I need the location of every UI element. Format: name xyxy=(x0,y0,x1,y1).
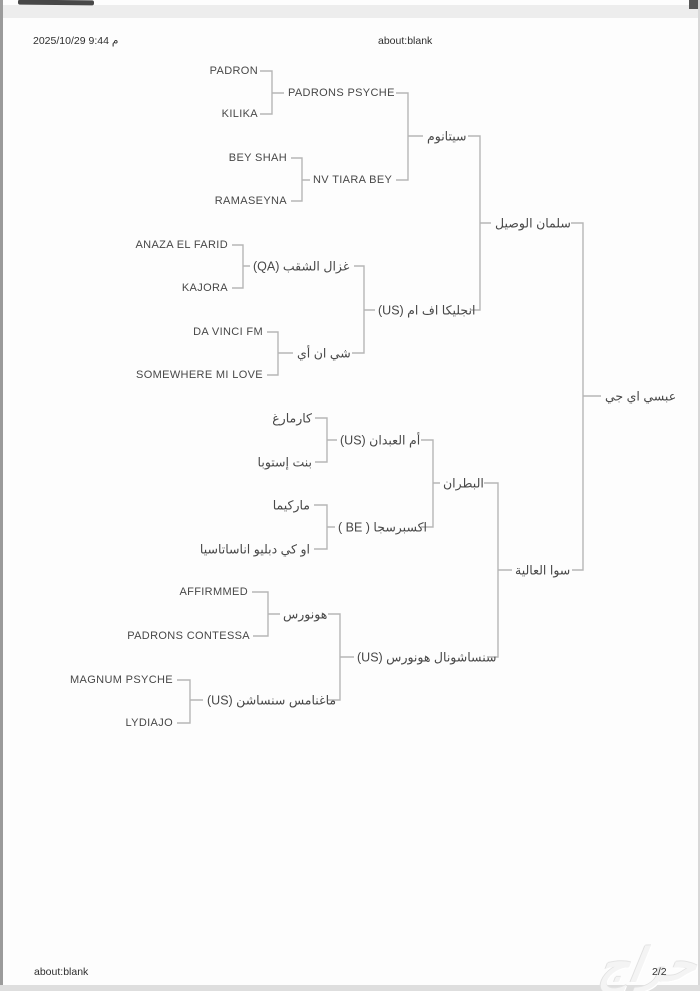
node-ok-w-anastasia: او كي دبليو اناساتاسيا xyxy=(199,542,310,557)
print-header-datetime: م 9:44 2025/10/29 xyxy=(33,35,119,47)
node-bint-istoba: بنت إستوبا xyxy=(257,455,312,470)
node-ghazal-alshaqab: غزال الشقب (QA) xyxy=(253,259,350,274)
node-kajora: KAJORA xyxy=(181,282,228,294)
node-absi-aj: عبسي اي جي xyxy=(605,389,677,404)
node-honors: هونورس xyxy=(283,607,328,622)
node-nv-tiara-bey: NV TIARA BEY xyxy=(313,174,393,186)
node-padron: PADRON xyxy=(209,65,258,77)
node-karmargh: كارمارغ xyxy=(272,411,312,426)
print-footer-page-number: 2/2 xyxy=(652,966,667,978)
node-lydiajo: LYDIAJO xyxy=(125,717,173,729)
node-kilika: KILIKA xyxy=(221,108,258,120)
node-albatran: البطران xyxy=(443,476,484,491)
print-footer-url: about:blank xyxy=(34,966,89,978)
node-sitanom: سيتانوم xyxy=(427,129,467,144)
node-da-vinci-fm: DA VINCI FM xyxy=(193,326,263,338)
page-right-edge xyxy=(698,0,700,991)
node-affirmmed: AFFIRMMED xyxy=(179,586,248,598)
node-padrons-psyche: PADRONS PSYCHE xyxy=(288,87,395,99)
node-anaza-el-farid: ANAZA EL FARID xyxy=(135,239,228,251)
print-header-url: about:blank xyxy=(378,35,433,47)
page-left-edge xyxy=(0,0,3,991)
node-magnum-psyche: MAGNUM PSYCHE xyxy=(70,674,173,686)
node-padrons-contessa: PADRONS CONTESSA xyxy=(127,630,250,642)
haraj-logo-watermark: حراج xyxy=(595,938,700,991)
node-ramaseyna: RAMASEYNA xyxy=(214,195,287,207)
node-shi-an-ay: شي ان أي xyxy=(297,346,351,361)
node-expressja: اكسبرسجا ( BE ) xyxy=(338,520,428,535)
node-magnams-sensation: ماغنامس سنساشن (US) xyxy=(207,693,337,708)
node-um-alabdan: أم العبدان (US) xyxy=(340,433,421,448)
node-salman-alwasil: سلمان الوصيل xyxy=(495,216,571,231)
scan-artifact-top-right xyxy=(689,0,700,9)
node-somewhere-mi-love: SOMEWHERE MI LOVE xyxy=(136,369,263,381)
page-bottom-edge xyxy=(0,985,700,991)
node-sawa-alalia: سوا العالية xyxy=(515,563,571,578)
top-gray-band xyxy=(0,5,700,18)
node-bey-shah: BEY SHAH xyxy=(228,152,287,164)
node-markima: ماركيما xyxy=(272,498,310,513)
node-sensational-honors: سنساشونال هونورس (US) xyxy=(357,650,497,665)
node-anjelica-f-m: انجليكا اف ام (US) xyxy=(378,303,476,318)
